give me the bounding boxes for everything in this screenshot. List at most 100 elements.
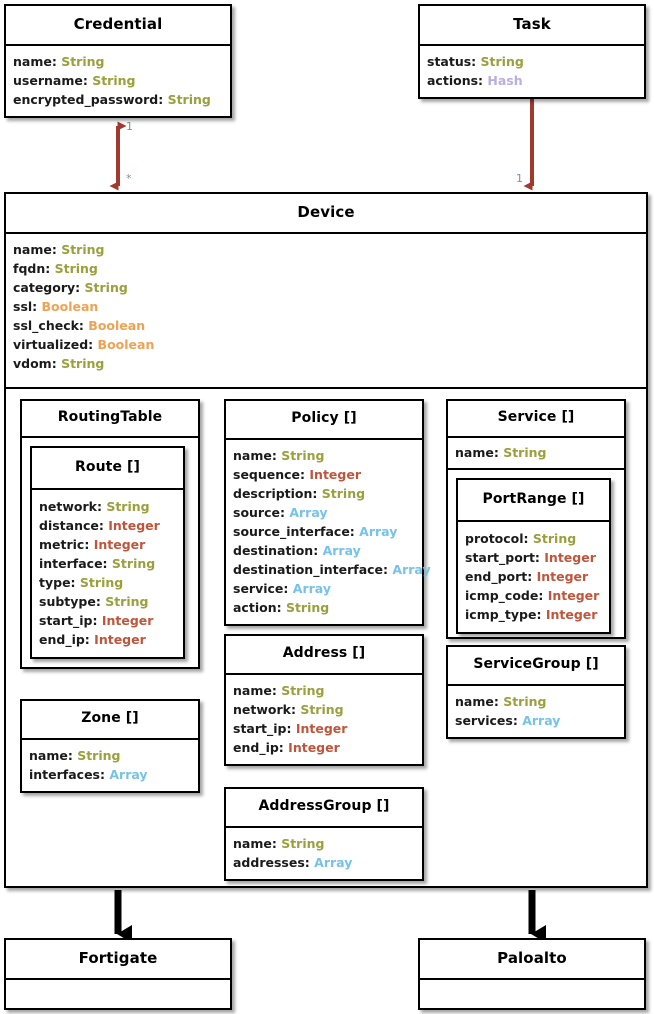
attribute-row: subtype: String xyxy=(39,592,176,611)
attribute-type: Array xyxy=(314,855,353,870)
class-title-routingtable: RoutingTable xyxy=(57,409,163,425)
class-title-servicegroup: ServiceGroup [] xyxy=(473,656,599,672)
attribute-field: ssl_check: xyxy=(13,318,84,333)
attribute-type: String xyxy=(105,594,149,609)
class-box-routingtable[interactable]: RoutingTable Route [] network: String di… xyxy=(20,399,200,669)
attribute-field: end_ip: xyxy=(233,740,284,755)
attribute-row: destination: Array xyxy=(233,541,415,560)
attribute-field: destination: xyxy=(233,543,319,558)
class-attributes-credential: name: String username: String encrypted_… xyxy=(6,44,230,116)
attribute-type: String xyxy=(77,748,121,763)
class-box-portrange[interactable]: PortRange [] protocol: String start_port… xyxy=(456,478,611,634)
attribute-row: icmp_code: Integer xyxy=(465,586,602,605)
attribute-row: fqdn: String xyxy=(13,259,639,278)
class-title-address: Address [] xyxy=(282,645,366,661)
class-box-paloalto[interactable]: Paloalto xyxy=(418,938,646,1010)
attribute-field: actions: xyxy=(427,73,484,88)
attribute-row: ssl: Boolean xyxy=(13,297,639,316)
attribute-row: name: String xyxy=(233,446,415,465)
attribute-row: end_port: Integer xyxy=(465,567,602,586)
class-title-device: Device xyxy=(297,203,355,221)
class-attributes-device: name: String fqdn: String category: Stri… xyxy=(6,232,646,387)
class-box-credential[interactable]: Credential name: String username: String… xyxy=(4,4,232,118)
attribute-row: interface: String xyxy=(39,554,176,573)
attribute-row: protocol: String xyxy=(465,529,602,548)
class-box-address[interactable]: Address [] name: String network: String … xyxy=(224,634,424,766)
multiplicity-credential-device-target: * xyxy=(126,172,132,185)
attribute-type: Integer xyxy=(544,550,596,565)
attribute-type: Integer xyxy=(101,613,154,628)
attribute-type: Integer xyxy=(93,537,146,552)
attribute-row: virtualized: Boolean xyxy=(13,335,639,354)
attribute-row: icmp_type: Integer xyxy=(465,605,602,624)
attribute-field: start_ip: xyxy=(233,721,292,736)
attribute-field: action: xyxy=(233,600,282,615)
attribute-type: String xyxy=(111,556,156,571)
attribute-type: Integer xyxy=(94,632,146,647)
attribute-row: name: String xyxy=(455,443,617,462)
attribute-field: status: xyxy=(427,54,477,69)
class-attributes-policy: name: String sequence: Integer descripti… xyxy=(226,438,431,624)
attribute-row: start_ip: Integer xyxy=(233,719,415,738)
attribute-row: distance: Integer xyxy=(39,516,176,535)
class-box-policy[interactable]: Policy [] name: String sequence: Integer… xyxy=(224,399,431,626)
attribute-row: interfaces: Array xyxy=(29,765,191,784)
class-attributes-task: status: String actions: Hash xyxy=(420,44,644,97)
attribute-type: Array xyxy=(522,713,561,728)
class-box-zone[interactable]: Zone [] name: String interfaces: Array xyxy=(20,699,200,793)
attribute-field: name: xyxy=(233,683,277,698)
attribute-type: String xyxy=(54,261,98,276)
class-attributes-address: name: String network: String start_ip: I… xyxy=(226,673,422,764)
multiplicity-credential-device-source: 1 xyxy=(126,120,133,133)
attribute-type: String xyxy=(281,448,325,463)
attribute-field: type: xyxy=(39,575,76,590)
attribute-type: Array xyxy=(292,581,331,596)
class-title-portrange: PortRange [] xyxy=(482,491,585,507)
attribute-field: vdom: xyxy=(13,356,57,371)
class-box-addressgroup[interactable]: AddressGroup [] name: String addresses: … xyxy=(224,787,424,881)
attribute-field: start_port: xyxy=(465,550,540,565)
attribute-type: String xyxy=(61,54,105,69)
attribute-type: String xyxy=(167,92,211,107)
attribute-row: username: String xyxy=(13,71,223,90)
attribute-row: addresses: Array xyxy=(233,853,415,872)
class-box-task[interactable]: Task status: String actions: Hash xyxy=(418,4,646,99)
attribute-row: ssl_check: Boolean xyxy=(13,316,639,335)
attribute-type: String xyxy=(61,242,105,257)
class-box-route[interactable]: Route [] network: String distance: Integ… xyxy=(30,446,185,659)
attribute-type: Array xyxy=(289,505,328,520)
class-title-task: Task xyxy=(513,15,551,33)
class-box-fortigate[interactable]: Fortigate xyxy=(4,938,232,1010)
attribute-type: Boolean xyxy=(88,318,146,333)
attribute-type: Integer xyxy=(547,588,600,603)
attribute-field: interface: xyxy=(39,556,108,571)
attribute-row: status: String xyxy=(427,52,637,71)
class-box-servicegroup[interactable]: ServiceGroup [] name: String services: A… xyxy=(446,645,626,739)
class-nested-section-routingtable: Route [] network: String distance: Integ… xyxy=(22,436,198,669)
attribute-field: service: xyxy=(233,581,289,596)
class-title-service: Service [] xyxy=(497,409,575,425)
attribute-type: String xyxy=(84,280,128,295)
attribute-row: service: Array xyxy=(233,579,415,598)
class-box-device[interactable]: Device name: String fqdn: String categor… xyxy=(4,192,648,888)
class-attributes-servicegroup: name: String services: Array xyxy=(448,684,624,737)
attribute-type: Integer xyxy=(309,467,361,482)
attribute-field: services: xyxy=(455,713,518,728)
attribute-row: description: String xyxy=(233,484,415,503)
multiplicity-task-device-target: 1 xyxy=(516,172,523,185)
attribute-field: metric: xyxy=(39,537,90,552)
attribute-row: name: String xyxy=(233,681,415,700)
class-box-service[interactable]: Service [] name: String PortRange [] pro… xyxy=(446,399,626,639)
class-title-route: Route [] xyxy=(74,459,141,475)
attribute-row: name: String xyxy=(13,240,639,259)
attribute-field: username: xyxy=(13,73,88,88)
class-title-fortigate: Fortigate xyxy=(78,949,158,967)
attribute-type: String xyxy=(300,702,344,717)
attribute-field: source_interface: xyxy=(233,524,355,539)
attribute-type: Integer xyxy=(288,740,340,755)
attribute-row: vdom: String xyxy=(13,354,639,373)
attribute-type: Integer xyxy=(108,518,160,533)
attribute-field: name: xyxy=(233,448,277,463)
attribute-field: name: xyxy=(13,242,57,257)
attribute-field: encrypted_password: xyxy=(13,92,164,107)
